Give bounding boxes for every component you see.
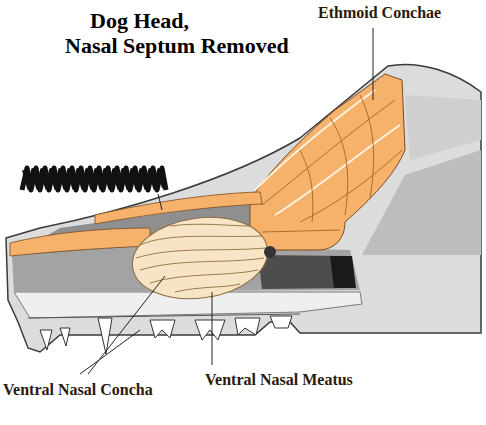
leader-line bbox=[212, 292, 213, 365]
part-label-box: Ethmoid Conchae bbox=[318, 3, 441, 22]
ethmoid-scroll bbox=[300, 150, 313, 222]
ethmoid-scroll bbox=[275, 125, 400, 215]
ethmoid-scroll bbox=[330, 118, 348, 215]
concha-scroll bbox=[140, 258, 264, 270]
meatus-dark bbox=[330, 256, 356, 288]
spacer bbox=[217, 8, 317, 33]
scribble bbox=[22, 168, 166, 190]
leader-line bbox=[373, 28, 374, 100]
scribble bbox=[24, 170, 164, 188]
leader-line bbox=[80, 330, 140, 374]
title-block: Dog Head, Nasal Septum Removed bbox=[65, 8, 317, 58]
part-label: Ethmoid Conchae bbox=[318, 4, 441, 21]
part-label: Ventral Nasal Meatus bbox=[205, 371, 353, 388]
cranium-shade bbox=[405, 95, 481, 160]
ethmoid-scroll bbox=[360, 95, 374, 198]
tooth bbox=[195, 320, 225, 340]
part-label: Ventral Nasal Concha bbox=[3, 381, 153, 398]
ethmoid-scroll bbox=[262, 230, 340, 232]
concha-scroll bbox=[150, 270, 258, 283]
jaw-line bbox=[28, 314, 300, 318]
tooth bbox=[40, 330, 52, 350]
ethmoid-scroll bbox=[255, 90, 375, 190]
part-label-box: Ventral Nasal Concha bbox=[3, 380, 153, 399]
concha-scroll bbox=[175, 284, 240, 292]
ethmoid-scroll bbox=[300, 150, 402, 222]
spacer bbox=[65, 8, 90, 33]
part-label-box: Ventral Nasal Meatus bbox=[205, 370, 353, 389]
ethmoid-conchae bbox=[250, 74, 405, 250]
leader-line bbox=[158, 194, 162, 210]
tooth bbox=[235, 318, 260, 335]
ethmoid-scroll bbox=[262, 100, 395, 205]
tooth bbox=[270, 316, 292, 328]
tooth bbox=[98, 318, 112, 354]
tooth bbox=[150, 320, 175, 338]
tooth bbox=[60, 328, 70, 346]
ventral-nasal-concha bbox=[127, 209, 273, 307]
meatus-opening bbox=[264, 246, 276, 258]
dorsal-concha bbox=[10, 228, 150, 256]
title: Dog Head, Nasal Septum Removed bbox=[65, 8, 289, 58]
dorsal-concha bbox=[95, 192, 262, 224]
head-outline bbox=[6, 64, 481, 352]
concha-scroll bbox=[170, 224, 250, 226]
concha-scroll bbox=[136, 248, 266, 258]
concha-scroll bbox=[140, 236, 262, 245]
